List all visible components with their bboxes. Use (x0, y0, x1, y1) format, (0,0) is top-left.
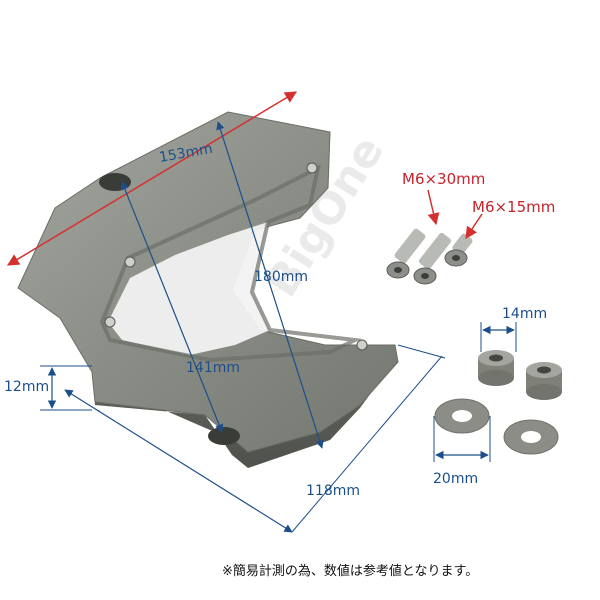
label-12mm: 12mm (4, 379, 49, 395)
dim-arrow-180 (216, 121, 324, 449)
collar-1 (478, 350, 514, 386)
label-m6x30: M6×30mm (402, 170, 485, 188)
label-118mm: 118mm (306, 483, 360, 499)
dim-arrow-153 (6, 91, 298, 266)
label-14mm: 14mm (502, 306, 547, 322)
screw-2 (104, 316, 116, 328)
mount-hole-bottom (208, 427, 240, 445)
spacers (433, 322, 562, 462)
bolt-long-1 (386, 228, 426, 279)
dim-arrow-118-main (64, 389, 293, 533)
footnote: ※簡易計測の為、数値は参考値となります。 (222, 563, 478, 579)
leader-m6x15 (465, 213, 483, 239)
label-180mm: 180mm (254, 269, 308, 285)
screw-1 (124, 256, 136, 268)
label-20mm: 20mm (433, 471, 478, 487)
bolt-short (444, 233, 473, 267)
collar-2 (526, 362, 562, 400)
dimension-lines (6, 91, 446, 533)
bolts (386, 189, 483, 285)
washer-2 (503, 419, 559, 455)
bolt-long-2 (413, 232, 452, 285)
label-141mm: 141mm (186, 360, 240, 376)
leader-m6x30 (427, 189, 440, 226)
label-m6x15: M6×15mm (472, 198, 555, 216)
mount-hole-top (99, 173, 131, 191)
screw-3 (306, 162, 318, 174)
screw-4 (356, 339, 368, 351)
washer-1 (434, 398, 490, 434)
dim-arrow-118-side (291, 355, 443, 533)
dim-ext-118-a (397, 344, 446, 359)
